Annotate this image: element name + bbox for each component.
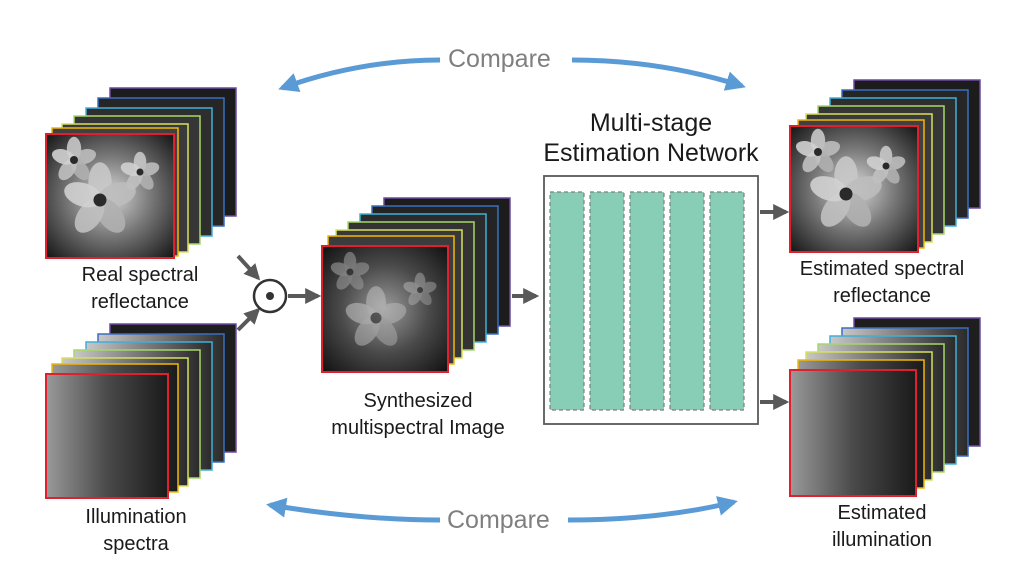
network-title-line1: Multi-stage [589,109,713,137]
real-reflectance-label-line2: reflectance [91,291,189,313]
real-reflectance-stack [45,87,237,259]
illumination-front-image [45,373,169,499]
synth-label: Synthesized multispectral Image [306,388,530,442]
real-reflectance-label: Real spectral reflectance [50,262,230,316]
est-illumination-front-image [789,369,917,497]
est-reflectance-label-line2: reflectance [833,285,931,307]
real-reflectance-label-line1: Real spectral [81,264,199,286]
illumination-label: Illumination spectra [46,504,226,558]
est-illumination-label-line1: Estimated [837,502,927,524]
est-reflectance-stack [789,79,981,253]
synth-label-line2: multispectral Image [331,417,505,439]
compare-arrow-bottom-right [567,496,738,523]
est-illumination-label-line2: illumination [831,529,933,551]
network-stage [589,191,625,411]
arrow-illumination-to-operator [236,307,261,332]
arrow-reflectance-to-operator [236,254,261,281]
est-reflectance-label-line1: Estimated spectral [799,258,965,280]
est-illumination-label: Estimated illumination [772,500,992,554]
synth-label-line1: Synthesized [363,390,473,412]
illumination-label-line1: Illumination [85,506,187,528]
network-stage [669,191,705,411]
network-stage [709,191,745,411]
compare-arrow-top-right [571,57,746,91]
est-illumination-stack [789,317,981,497]
estimation-network [543,175,759,425]
est-reflectance-label: Estimated spectral reflectance [776,256,988,310]
compare-label-bottom: Compare [441,505,556,535]
compare-label-top: Compare [442,44,557,74]
illumination-stack [45,323,237,499]
illumination-label-line2: spectra [103,533,169,555]
compare-arrow-top [278,57,441,93]
synth-image-stack [321,197,511,373]
network-stage [629,191,665,411]
compare-arrow-bottom [266,497,441,523]
network-title: Multi-stage Estimation Network [520,108,782,168]
network-stage [549,191,585,411]
network-title-line2: Estimation Network [543,139,759,167]
